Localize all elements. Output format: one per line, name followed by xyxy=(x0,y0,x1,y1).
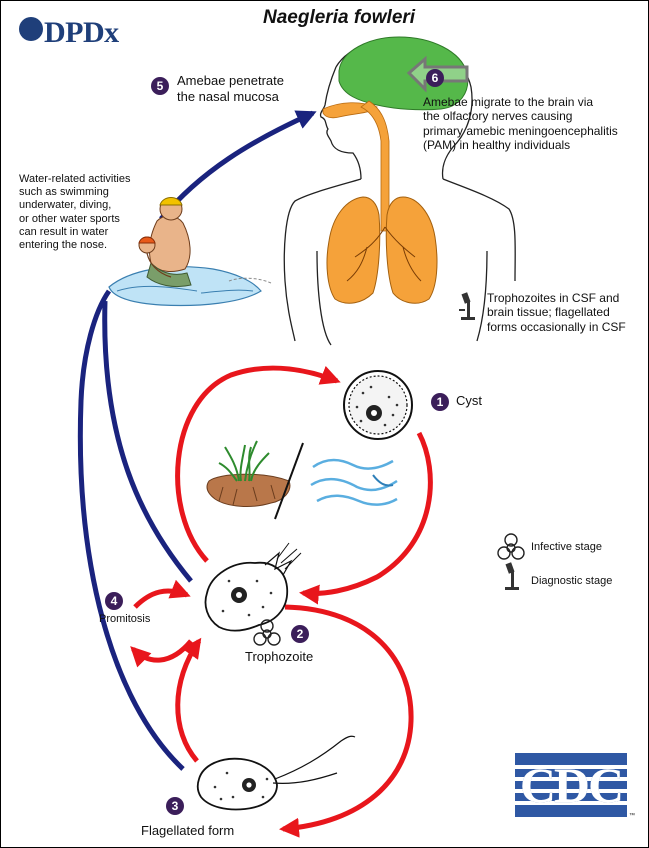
trophozoite-illustration xyxy=(206,543,302,631)
diagnostic-note: Trophozoites in CSF and brain tissue; fl… xyxy=(487,291,626,334)
infection-arrow-from-flagellate xyxy=(80,291,183,769)
step-6-label-line: (PAM) in healthy individuals xyxy=(423,138,618,152)
step-3-label: Flagellated form xyxy=(141,823,234,839)
diagnostic-note-line: brain tissue; flagellated xyxy=(487,305,626,319)
promitosis-arrow-upper xyxy=(135,591,187,607)
step-6-badge: 6 xyxy=(426,69,444,87)
step-1-label: Cyst xyxy=(456,393,482,409)
water-note-line: such as swimming xyxy=(19,186,130,199)
left-lung-shape xyxy=(327,197,380,303)
microscope-icon xyxy=(459,292,475,320)
step-2-label: Trophozoite xyxy=(245,649,313,665)
diagnostic-note-line: Trophozoites in CSF and xyxy=(487,291,626,305)
legend-biohazard-icon xyxy=(498,534,524,559)
step-5-badge: 5 xyxy=(151,77,169,95)
cycle-arrow-cyst-to-trophozoite xyxy=(303,433,430,593)
dpdx-logo-mark-icon xyxy=(19,17,43,41)
water-note-line: can result in water xyxy=(19,226,130,239)
step-5-label: Amebae penetrate the nasal mucosa xyxy=(177,73,284,104)
water-activities-note: Water-related activities such as swimmin… xyxy=(19,173,130,252)
step-6-label-line: Amebae migrate to the brain via xyxy=(423,95,618,109)
legend-infective-label: Infective stage xyxy=(531,541,602,554)
step-5-label-line: Amebae penetrate xyxy=(177,73,284,89)
right-lung-shape xyxy=(386,197,437,303)
step-6-label: Amebae migrate to the brain via the olfa… xyxy=(423,95,618,153)
step-6-label-line: the olfactory nerves causing xyxy=(423,109,618,123)
water-note-line: underwater, diving, xyxy=(19,199,130,212)
flagellate-illustration xyxy=(198,736,355,809)
water-note-line: entering the nose. xyxy=(19,239,130,252)
cdc-logo-text: CDC xyxy=(515,758,627,812)
grass-icon xyxy=(207,441,290,506)
step-4-badge: 4 xyxy=(105,592,123,610)
infection-arrow-to-nose xyxy=(161,113,313,219)
diagnostic-note-line: forms occasionally in CSF xyxy=(487,320,626,334)
cdc-logo: CDC xyxy=(515,753,627,817)
water-note-line: or other water sports xyxy=(19,213,130,226)
water-waves-icon xyxy=(311,460,397,505)
dpdx-logo: DPDx xyxy=(19,15,119,51)
legend-microscope-icon xyxy=(505,562,519,590)
infection-arrow-from-trophozoite xyxy=(105,301,191,581)
step-3-badge: 3 xyxy=(166,797,184,815)
step-4-label: Promitosis xyxy=(99,613,150,626)
diagram-title: Naegleria fowleri xyxy=(263,7,415,30)
step-5-label-line: the nasal mucosa xyxy=(177,89,284,105)
water-note-line: Water-related activities xyxy=(19,173,130,186)
cyst-illustration xyxy=(344,371,412,439)
swimmer-icon xyxy=(109,198,271,306)
step-6-label-line: primary amebic meningoencephalitis xyxy=(423,124,618,138)
promitosis-arrow-lower xyxy=(133,641,191,660)
step-2-badge: 2 xyxy=(291,625,309,643)
dpdx-logo-text: DPDx xyxy=(44,16,119,49)
step-1-badge: 1 xyxy=(431,393,449,411)
cycle-arrow-flagellate-to-trophozoite xyxy=(178,641,199,761)
cycle-arrow-to-cyst xyxy=(178,368,337,561)
cdc-trademark: ™ xyxy=(629,813,635,820)
legend-diagnostic-label: Diagnostic stage xyxy=(531,575,612,588)
